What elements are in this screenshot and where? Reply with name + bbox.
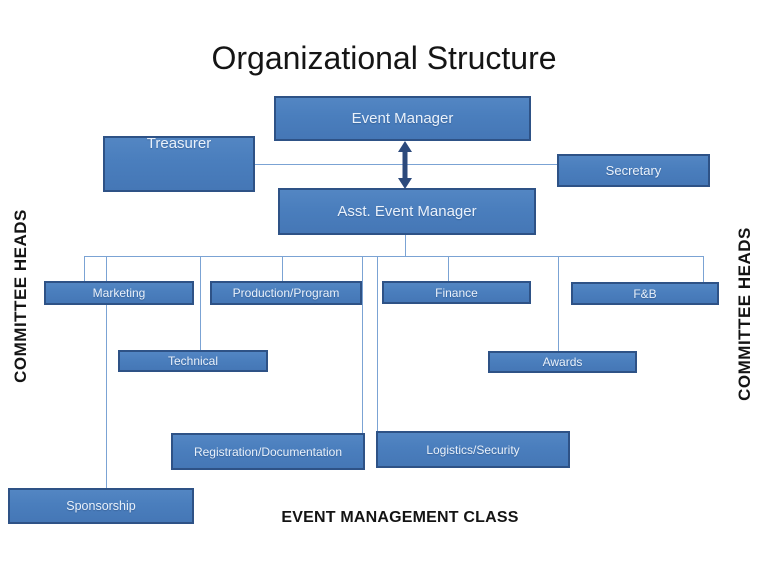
node-sponsorship: Sponsorship (8, 488, 194, 524)
node-asst-event-manager: Asst. Event Manager (278, 188, 536, 235)
connector-drop-awards (558, 256, 559, 352)
node-technical: Technical (118, 350, 268, 372)
connector-drop-production (282, 256, 283, 282)
connector-drop-technical (200, 256, 201, 351)
node-fb: F&B (571, 282, 719, 305)
connector-drop-sponsorship (106, 256, 107, 489)
node-treasurer-label: Treasurer (146, 135, 212, 152)
node-finance: Finance (382, 281, 531, 304)
connector-drop-marketing (84, 256, 85, 282)
node-registration-documentation: Registration/Documentation (171, 433, 365, 470)
connector-asst-to-rail (405, 235, 406, 256)
node-event-manager: Event Manager (274, 96, 531, 141)
node-treasurer: Treasurer (103, 135, 255, 192)
committee-heads-label-right: COMMITTEE HEADS (735, 227, 754, 401)
node-logistics-security: Logistics/Security (376, 431, 570, 468)
connector-drop-registration (362, 256, 363, 434)
connector-drop-finance (448, 256, 449, 282)
node-secretary: Secretary (557, 154, 710, 187)
connector-drop-logistics (377, 256, 378, 432)
connector-drop-fb (703, 256, 704, 283)
node-marketing: Marketing (44, 281, 194, 305)
footer-label: EVENT MANAGEMENT CLASS (281, 509, 519, 526)
page-title: Organizational Structure (211, 40, 557, 76)
committee-heads-label-left: COMMITTEE HEADS (11, 209, 30, 383)
node-production-program: Production/Program (210, 281, 362, 305)
connector-rail (84, 256, 703, 257)
double-arrow-icon (398, 141, 412, 189)
node-awards: Awards (488, 351, 637, 373)
